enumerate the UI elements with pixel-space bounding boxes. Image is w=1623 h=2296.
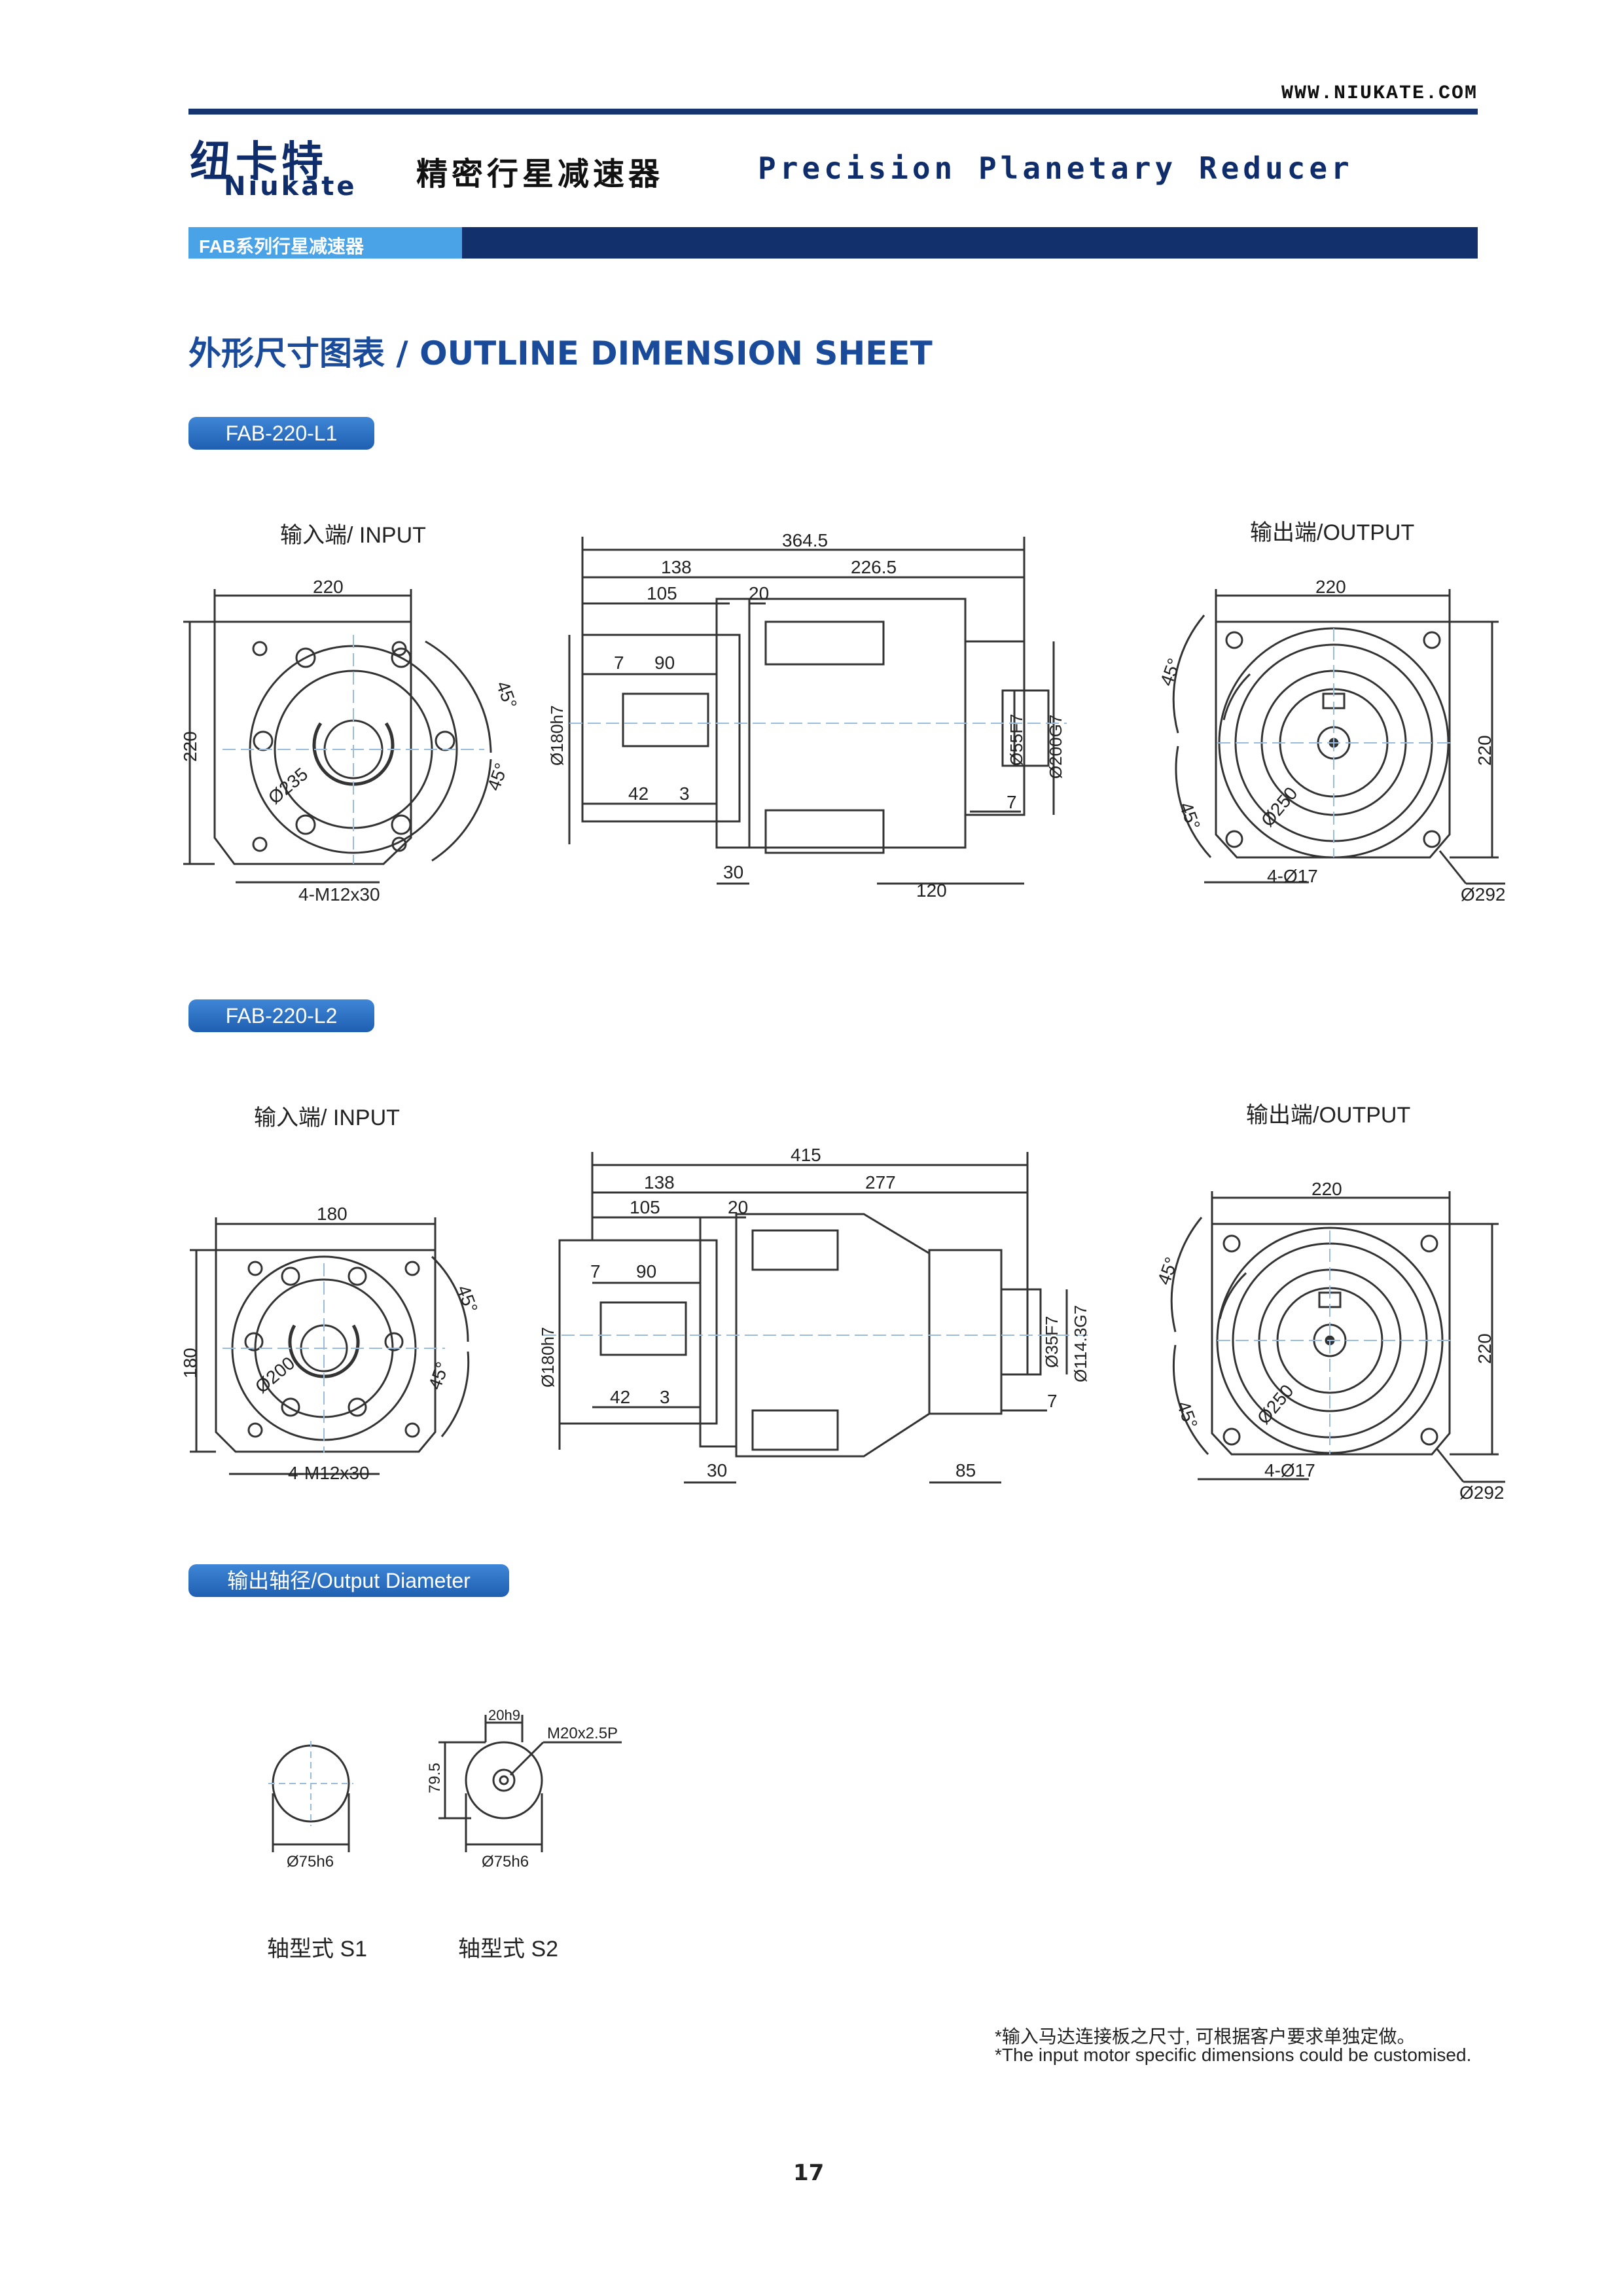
- dim-7b: 7: [1007, 792, 1017, 812]
- dim-shaft-diameter: Ø55F7: [1007, 714, 1026, 766]
- dim-7b: 7: [1047, 1391, 1058, 1411]
- dim-height: 220: [1474, 735, 1495, 766]
- output-diameter-tag: 输出轴径/Output Diameter: [188, 1564, 509, 1597]
- shaft-s1-caption: 轴型式 S1: [267, 1937, 368, 1962]
- dim-width: 220: [313, 577, 344, 597]
- output-label-l2: 输出端/OUTPUT: [1246, 1103, 1411, 1128]
- input-view-l2: 180 180 Ø200 45° 45° 4-M12x30: [180, 1204, 482, 1483]
- logo-chinese: 纽卡特: [190, 137, 327, 187]
- dim-input-diameter: Ø180h7: [538, 1327, 558, 1388]
- dim-holes: 4-Ø17: [1267, 866, 1318, 886]
- dim-7a: 7: [614, 653, 624, 673]
- dim-pilot-diameter: Ø200G7: [1046, 715, 1065, 779]
- shaft-s2-depth: 79.5: [426, 1763, 444, 1793]
- dim-input-length: 138: [644, 1172, 675, 1193]
- dim-outer: Ø292: [1461, 884, 1506, 905]
- dim-3: 3: [660, 1387, 670, 1407]
- dim-20: 20: [749, 583, 769, 603]
- dim-total: 364.5: [782, 530, 828, 550]
- output-view-l1: 220 220 Ø250 45° 45° 4-Ø17 Ø292: [1156, 577, 1506, 905]
- dim-pcd: Ø235: [264, 764, 312, 808]
- dim-holes: 4-M12x30: [298, 884, 380, 905]
- shaft-s1-diameter: Ø75h6: [287, 1853, 334, 1871]
- series-bar: [462, 227, 1478, 259]
- output-view-l2: 220 220 Ø250 45° 45° 4-Ø17 Ø292: [1154, 1179, 1505, 1503]
- dim-42: 42: [628, 783, 649, 804]
- logo-english: Niukate: [224, 171, 357, 202]
- dim-90: 90: [654, 653, 675, 673]
- section-title: 外形尺寸图表 / OUTLINE DIMENSION SHEET: [188, 334, 933, 372]
- header-rule: [188, 109, 1478, 115]
- dim-holes: 4-Ø17: [1264, 1460, 1315, 1480]
- website-url: WWW.NIUKATE.COM: [1281, 82, 1478, 105]
- input-label-l2: 输入端/ INPUT: [254, 1105, 400, 1130]
- model-tag-l2: FAB-220-L2: [188, 999, 374, 1032]
- dim-3: 3: [679, 783, 690, 804]
- header-title-chinese: 精密行星减速器: [416, 156, 664, 192]
- header-title-english: Precision Planetary Reducer: [758, 151, 1353, 186]
- model-tag-l1: FAB-220-L1: [188, 417, 374, 450]
- series-bar-label: FAB系列行星减速器: [199, 236, 365, 257]
- dim-input-diameter: Ø180h7: [547, 705, 567, 766]
- note-chinese: *输入马达连接板之尺寸, 可根据客户要求单独定做。: [995, 2026, 1416, 2047]
- dim-width: 180: [317, 1204, 348, 1224]
- shaft-s2-diameter: Ø75h6: [482, 1853, 529, 1871]
- dim-output-length: 226.5: [851, 557, 897, 577]
- dim-total: 415: [791, 1145, 821, 1165]
- dim-30: 30: [723, 862, 743, 882]
- dim-width: 220: [1311, 1179, 1342, 1199]
- dim-outer: Ø292: [1459, 1482, 1505, 1503]
- dim-42: 42: [610, 1387, 630, 1407]
- dim-angle: 45°: [453, 1282, 482, 1315]
- dim-height: 180: [180, 1348, 200, 1378]
- output-label-l1: 输出端/OUTPUT: [1250, 520, 1415, 545]
- dim-pcd: Ø200: [251, 1353, 298, 1397]
- dim-holes: 4-M12x30: [288, 1463, 370, 1483]
- dim-85: 85: [955, 1460, 976, 1480]
- dim-20: 20: [728, 1197, 748, 1217]
- dim-angle-2: 45°: [484, 761, 512, 793]
- shaft-s2-caption: 轴型式 S2: [458, 1937, 559, 1962]
- dim-angle-2: 45°: [425, 1359, 454, 1392]
- side-view-l2: 415 138 277 105 20 7 90 42 3 30 85 7 Ø18…: [538, 1145, 1093, 1484]
- dim-7a: 7: [590, 1261, 601, 1282]
- shaft-s1: Ø75h6: [268, 1741, 353, 1871]
- shaft-s2-thread: M20x2.5P: [547, 1725, 618, 1742]
- dim-angle-2: 45°: [1173, 1398, 1202, 1431]
- input-view-l1: 220 220 Ø235 45° 45° 4-M12x30: [180, 577, 521, 905]
- side-view-l1: 364.5 138 226.5 105 20 7 90 42 3 30 120 …: [547, 530, 1067, 901]
- shaft-s2-width: 20h9: [488, 1707, 520, 1723]
- dim-input-length: 138: [661, 557, 692, 577]
- dim-105: 105: [647, 583, 677, 603]
- dim-90: 90: [636, 1261, 656, 1282]
- dim-width: 220: [1315, 577, 1346, 597]
- dim-30: 30: [707, 1460, 727, 1480]
- dim-105: 105: [630, 1197, 660, 1217]
- dim-output-length: 277: [865, 1172, 896, 1193]
- page-number: 17: [793, 2160, 825, 2186]
- dim-angle-2: 45°: [1175, 799, 1204, 832]
- dim-shaft-diameter: Ø35F7: [1042, 1316, 1061, 1369]
- dim-120: 120: [916, 880, 947, 901]
- dim-height: 220: [1474, 1333, 1495, 1364]
- series-bar-accent: [188, 227, 462, 259]
- shaft-s2: 20h9 79.5 M20x2.5P Ø75h6: [426, 1707, 622, 1871]
- input-label-l1: 输入端/ INPUT: [280, 523, 426, 548]
- dim-pilot-diameter: Ø114.3G7: [1071, 1305, 1090, 1382]
- dim-height: 220: [180, 731, 200, 762]
- dim-angle: 45°: [492, 678, 521, 711]
- note-english: *The input motor specific dimensions cou…: [995, 2045, 1472, 2065]
